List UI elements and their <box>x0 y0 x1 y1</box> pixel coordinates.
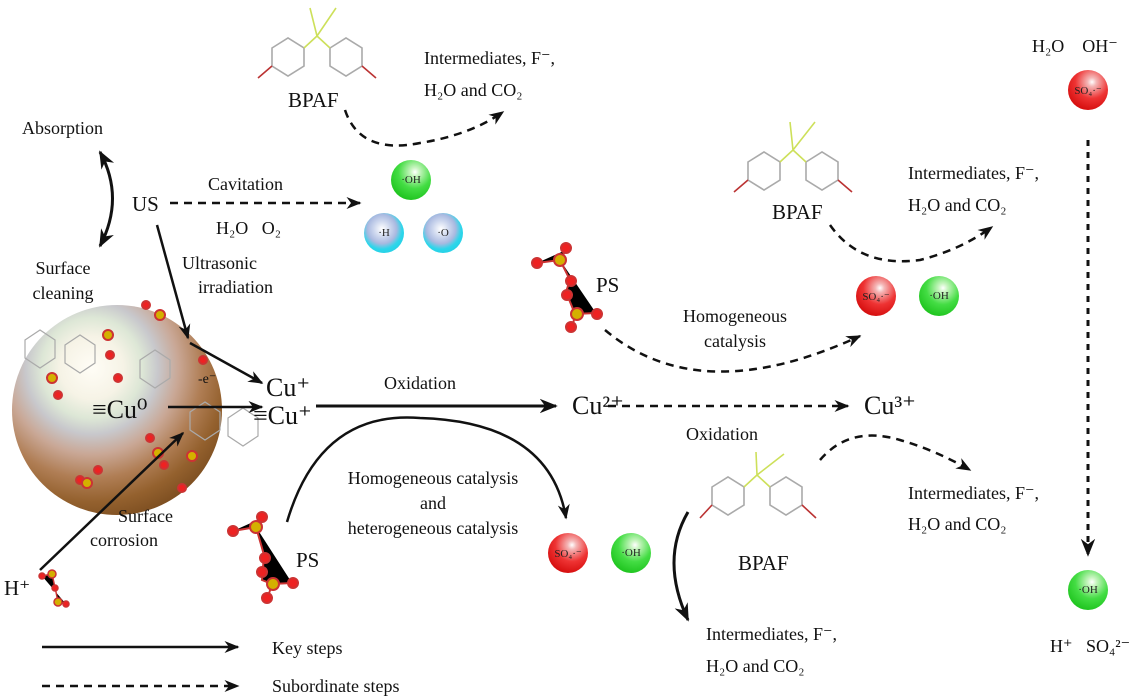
oxygen-radical: ·O <box>423 213 463 253</box>
products-top-2: H₂O and CO₂ <box>424 80 523 100</box>
surface-corrosion-label-2: corrosion <box>90 530 158 550</box>
us-label: US <box>132 192 159 216</box>
cu-plus-label: Cu⁺ <box>266 373 311 402</box>
ps-homogeneous-arc <box>604 329 862 373</box>
cavitation-label: Cavitation <box>208 174 283 194</box>
hydroxyl-radical-right: ·OH <box>919 276 959 316</box>
ultrasonic-label-1: Ultrasonic <box>182 253 257 273</box>
ps-middle-label: PS <box>596 273 620 297</box>
hydroxyl-radical-bottom: ·OH <box>611 533 651 573</box>
products-mid-2: H₂O and CO₂ <box>908 514 1007 534</box>
ps-bottom-label: PS <box>296 548 320 572</box>
sulfate-radical-right: SO₄·⁻ <box>856 276 896 316</box>
homo-hetero-label-3: heterogeneous catalysis <box>347 518 519 538</box>
bpaf-mid-arc <box>819 434 972 472</box>
bpaf-top-arc <box>343 109 505 147</box>
products-top-1: Intermediates, F⁻, <box>424 48 555 68</box>
bpaf-molecule-bottom <box>699 451 817 519</box>
hydroxyl-radical-top: ·OH <box>391 160 431 200</box>
homogeneous-label-2: catalysis <box>704 331 766 351</box>
homogeneous-label-1: Homogeneous <box>683 306 787 326</box>
bpaf-right-arc <box>828 224 994 263</box>
ps-molecule-middle <box>531 242 603 333</box>
h2o-oh-label: H₂O OH⁻ <box>1032 36 1118 56</box>
oxidation-label-1: Oxidation <box>384 373 456 393</box>
surface-corrosion-label-1: Surface <box>118 506 173 526</box>
ps-catalysis-arc <box>285 416 570 523</box>
absorption-cleaning-arrow <box>98 150 115 248</box>
cu-plus-arrow <box>189 341 264 385</box>
oxidation-label-2: Oxidation <box>686 424 758 444</box>
products-mid-1: Intermediates, F⁻, <box>908 483 1039 503</box>
sulfate-radical-bottom: SO₄·⁻ <box>548 533 588 573</box>
bpaf-top-label: BPAF <box>288 88 339 112</box>
hydroxyl-radical-far-right: ·OH <box>1068 570 1108 610</box>
sulfate-radical-top-right: SO₄·⁻ <box>1068 70 1108 110</box>
bpaf-right-label: BPAF <box>772 200 823 224</box>
ps-molecules-on-sphere <box>46 300 208 493</box>
cu2-label: Cu²⁺ <box>572 391 624 420</box>
h-plus-left-label: H⁺ <box>4 576 31 600</box>
cu3-label: Cu³⁺ <box>864 391 916 420</box>
homo-hetero-label-2: and <box>420 493 446 513</box>
products-right-1: Intermediates, F⁻, <box>908 163 1039 183</box>
surface-cleaning-label-2: cleaning <box>32 283 94 303</box>
h-so4-label: H⁺ SO₄²⁻ <box>1050 636 1131 656</box>
electron-label: -e⁻ <box>198 372 217 387</box>
bpaf-molecule-top <box>257 7 377 79</box>
bpaf-molecule-right <box>733 121 853 193</box>
bpaf-bottom-arc <box>672 511 690 622</box>
hydrogen-radical: ·H <box>364 213 404 253</box>
cavitation-reagents: H₂O O₂ <box>216 218 282 238</box>
legend-subordinate-steps: Subordinate steps <box>272 676 400 696</box>
homo-hetero-label-1: Homogeneous catalysis <box>347 468 519 488</box>
surface-cleaning-label-1: Surface <box>35 258 91 278</box>
h-plus-corrosion-arrow <box>39 431 185 571</box>
products-bottom-1: Intermediates, F⁻, <box>706 624 837 644</box>
cu0-label: ≡Cu⁰ <box>92 395 148 424</box>
cu-plus-surface-label: ≡Cu⁺ <box>253 401 312 430</box>
products-bottom-2: H₂O and CO₂ <box>706 656 805 676</box>
legend-key-steps: Key steps <box>272 638 343 658</box>
ultrasonic-arrow <box>155 224 191 340</box>
ultrasonic-label-2: irradiation <box>198 277 273 297</box>
bpaf-bottom-label: BPAF <box>738 551 789 575</box>
absorption-label: Absorption <box>22 118 103 138</box>
ps-molecule-bottom <box>227 511 299 604</box>
products-right-2: H₂O and CO₂ <box>908 195 1007 215</box>
ps-molecule-small <box>38 569 70 608</box>
